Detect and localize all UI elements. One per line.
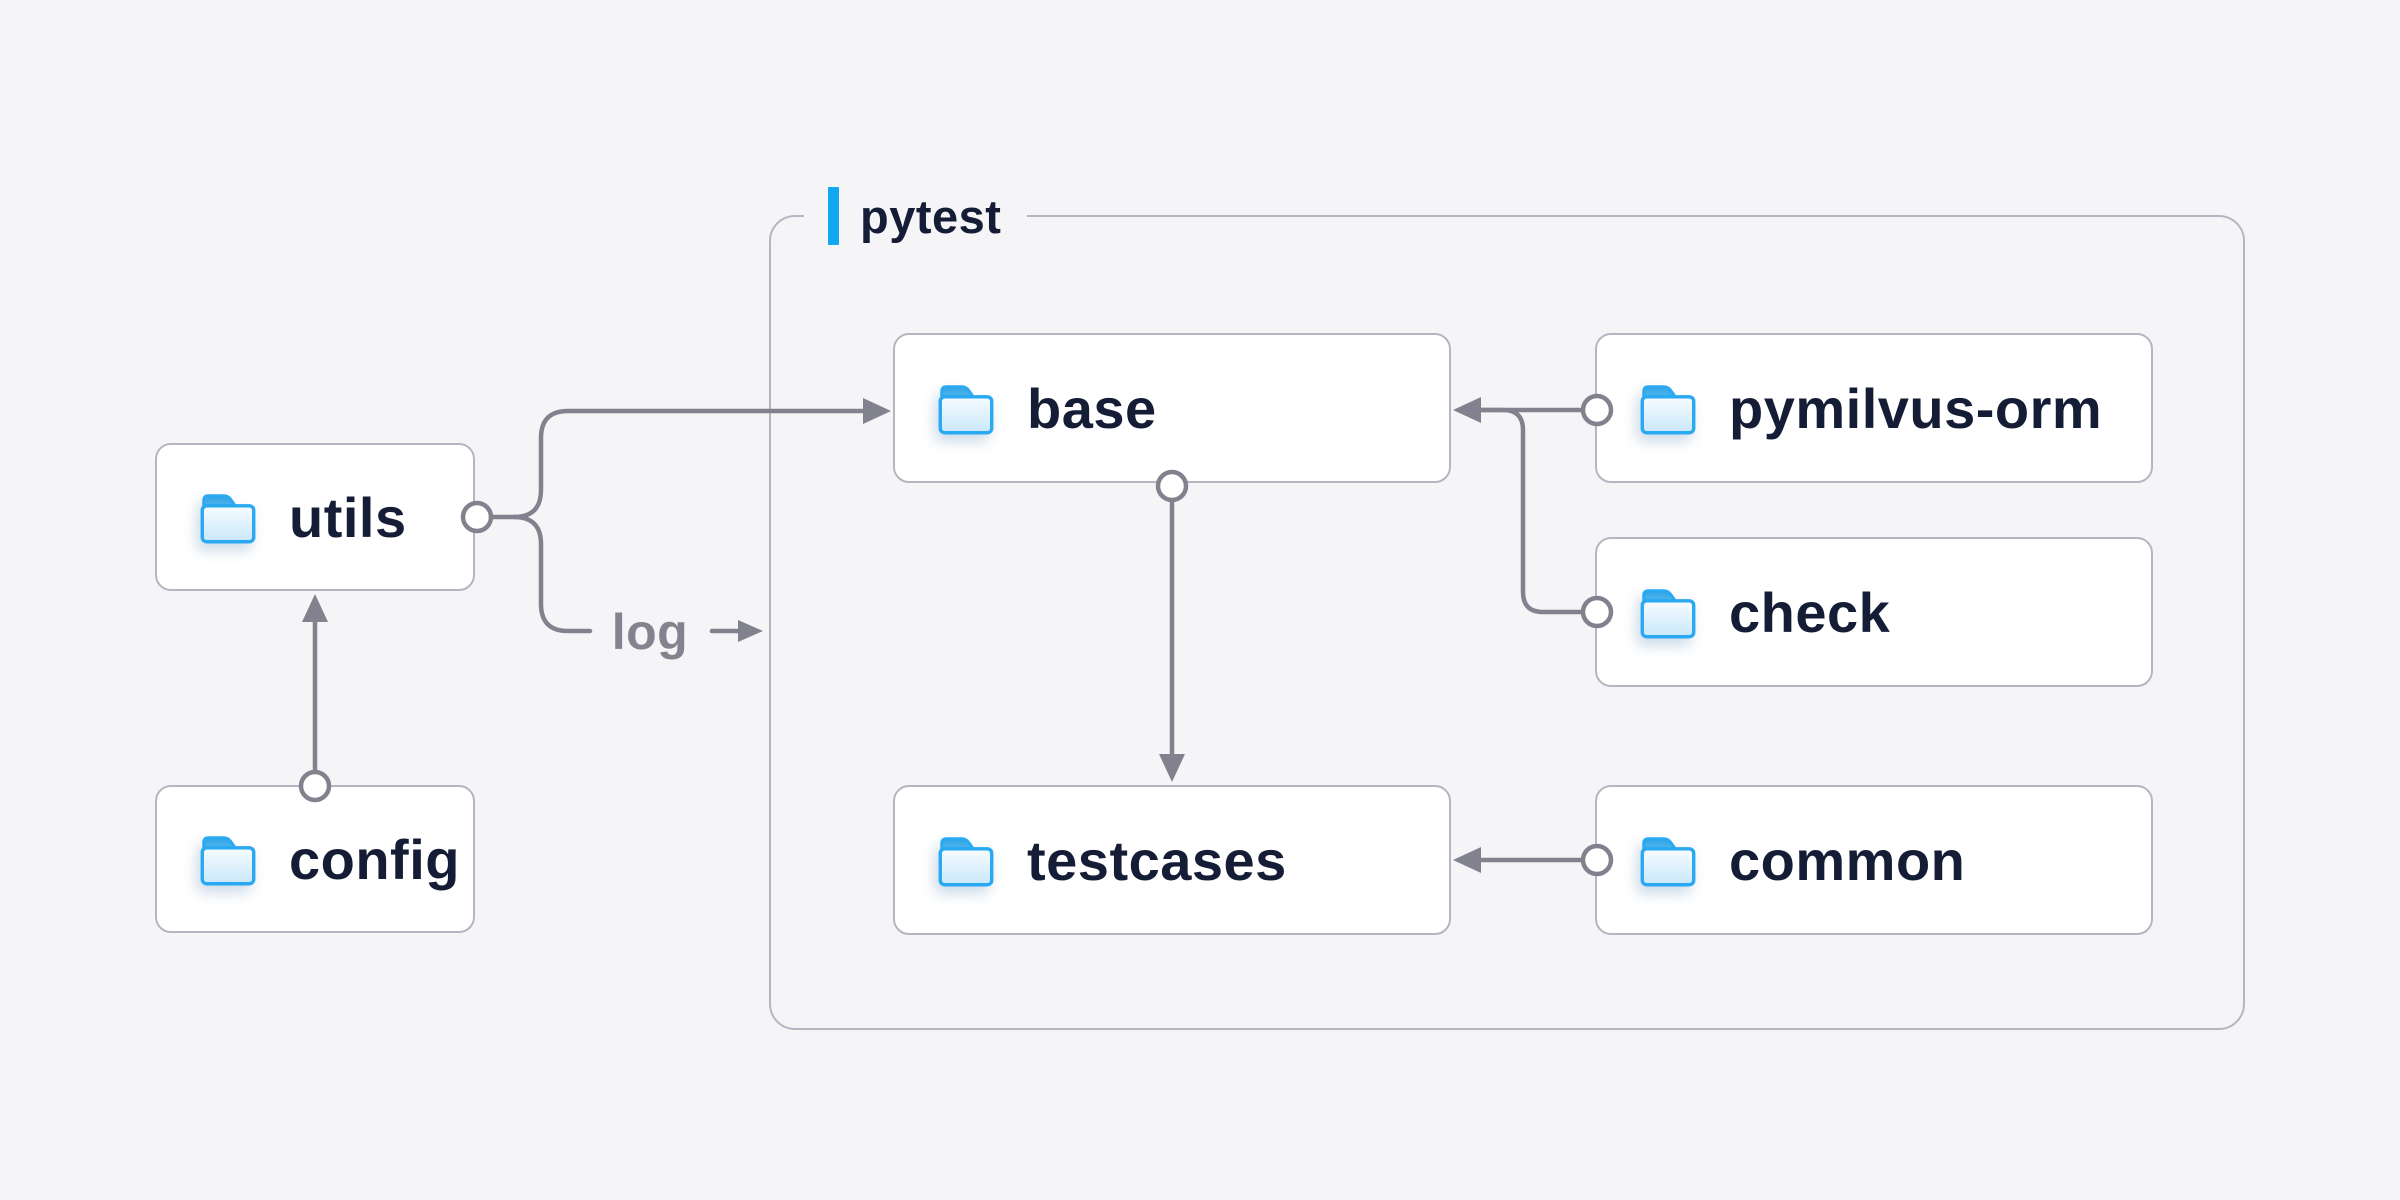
node-label: common (1729, 828, 1966, 892)
folder-icon (938, 837, 994, 887)
node-pymilvus-orm[interactable]: pymilvus-orm (1595, 333, 2153, 483)
node-utils[interactable]: utils (155, 443, 475, 591)
folder-icon (1640, 589, 1696, 639)
edge-label-log: log (611, 604, 689, 660)
node-label: base (1027, 376, 1157, 440)
pytest-accent-bar (828, 187, 839, 245)
node-check[interactable]: check (1595, 537, 2153, 687)
folder-icon (200, 836, 256, 886)
node-label: check (1729, 580, 1891, 644)
folder-icon (200, 494, 256, 544)
node-label: utils (289, 485, 407, 549)
node-label: testcases (1027, 828, 1287, 892)
pytest-group-box (769, 215, 2245, 1030)
pytest-group-title: pytest (860, 189, 1002, 243)
folder-icon (1640, 837, 1696, 887)
folder-icon (938, 385, 994, 435)
node-common[interactable]: common (1595, 785, 2153, 935)
node-label: config (289, 827, 460, 891)
edge-config-utils (298, 594, 332, 803)
node-label: pymilvus-orm (1729, 376, 2103, 440)
node-testcases[interactable]: testcases (893, 785, 1451, 935)
pytest-group-label: pytest (804, 180, 1028, 252)
folder-icon (1640, 385, 1696, 435)
node-base[interactable]: base (893, 333, 1451, 483)
node-config[interactable]: config (155, 785, 475, 933)
